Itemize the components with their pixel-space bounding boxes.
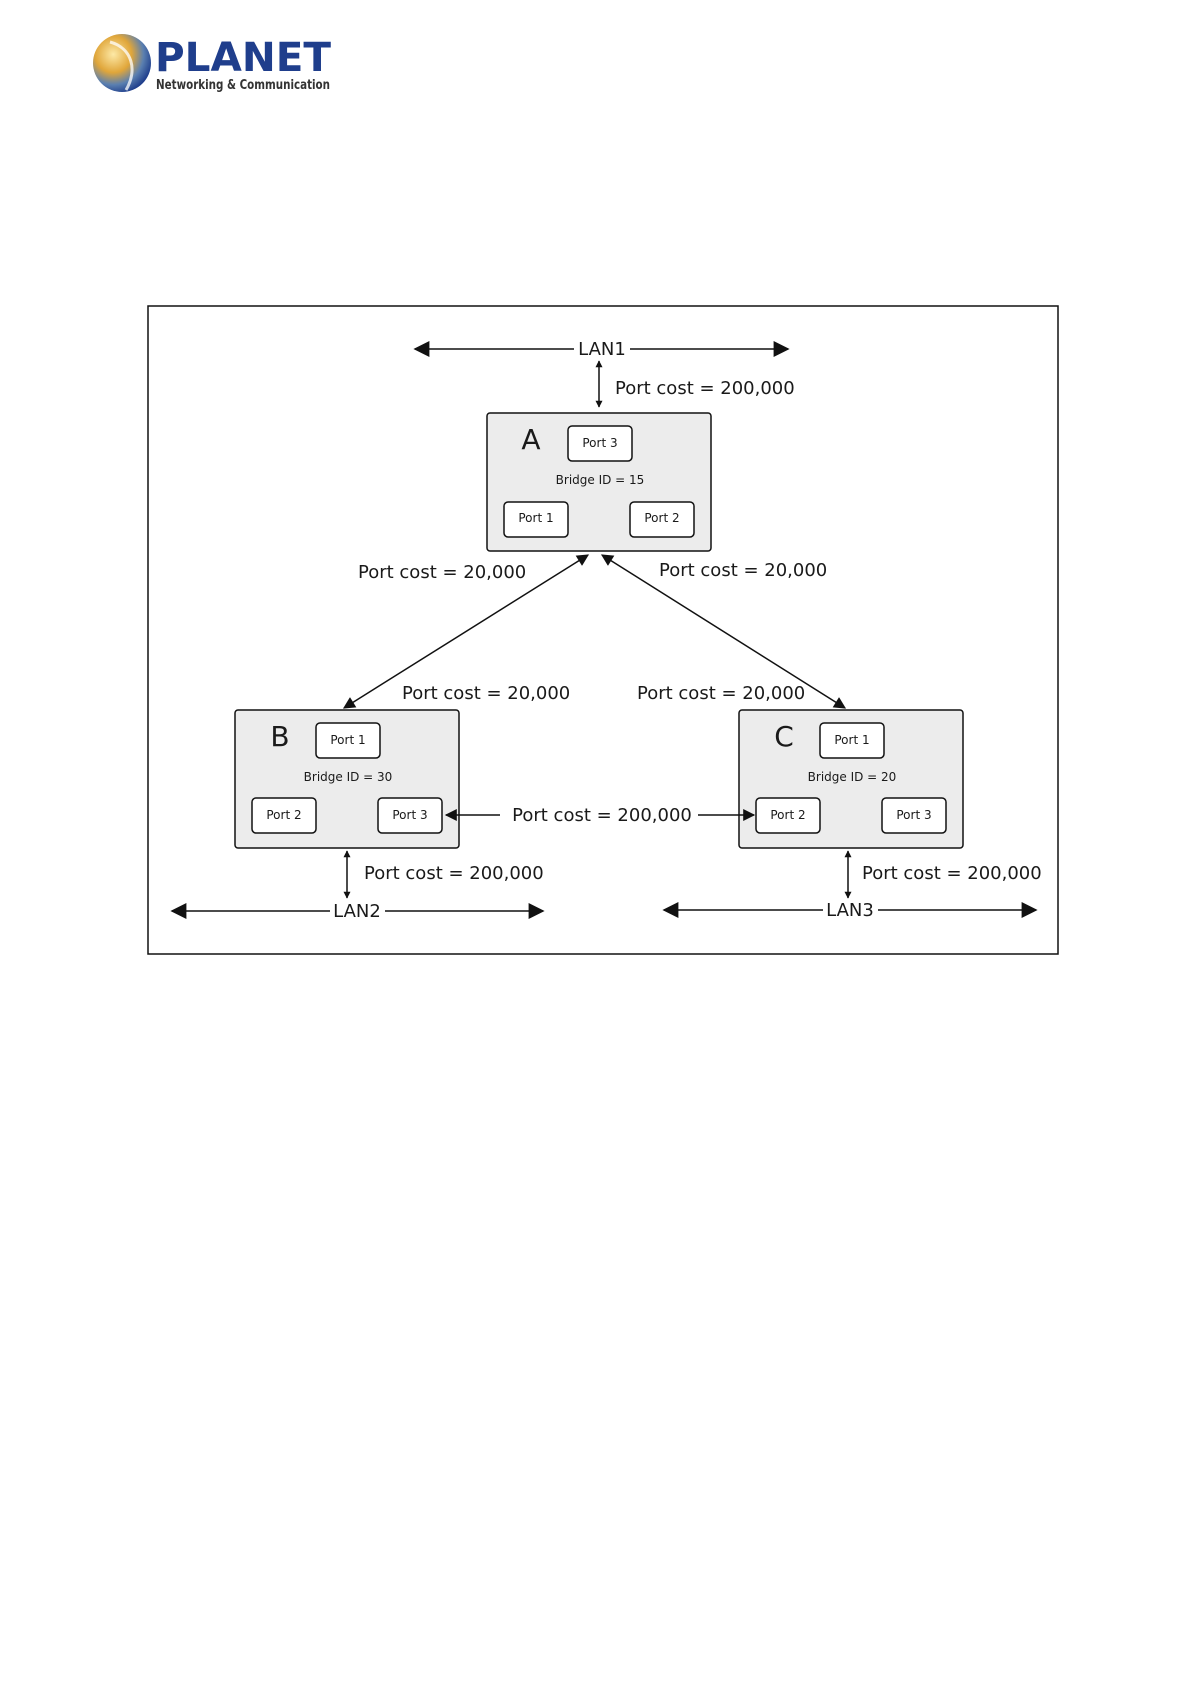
svg-text:Port 3: Port 3: [896, 808, 931, 822]
cost-b-c: Port cost = 200,000: [512, 805, 692, 826]
bridge-c: C Port 1 Bridge ID = 20 Port 2 Port 3: [738, 709, 964, 849]
svg-text:Port 2: Port 2: [266, 808, 301, 822]
planet-logo: PLANET Networking & Communication: [92, 30, 342, 100]
a-c-link: [600, 554, 847, 709]
cost-lan3-c: Port cost = 200,000: [862, 863, 1042, 884]
cost-a-port1: Port cost = 20,000: [358, 562, 526, 583]
diagram-frame: [147, 305, 1059, 955]
svg-text:Port 2: Port 2: [644, 511, 679, 525]
lan2-label: LAN2: [333, 901, 381, 922]
cost-lan2-b: Port cost = 200,000: [364, 863, 544, 884]
bridge-a-id: Bridge ID = 15: [556, 473, 645, 487]
bridge-c-letter: C: [774, 720, 794, 753]
bridge-b-letter: B: [270, 720, 289, 753]
bridge-c-port1: [819, 722, 885, 759]
bridge-a-letter: A: [521, 423, 540, 456]
svg-text:Port 2: Port 2: [770, 808, 805, 822]
logo-brand: PLANET: [155, 35, 332, 81]
bridge-a-port1: [503, 501, 569, 538]
bridge-a: A Port 3 Bridge ID = 15 Port 1 Port 2: [486, 412, 712, 552]
svg-text:Port 1: Port 1: [330, 733, 365, 747]
a-b-link: [342, 554, 590, 709]
lan1-label: LAN1: [578, 339, 626, 360]
bridge-a-port3: [567, 425, 633, 462]
bridge-b-port3: [377, 797, 443, 834]
lan3-label: LAN3: [826, 900, 874, 921]
bridge-b-port1: [315, 722, 381, 759]
cost-c-port1: Port cost = 20,000: [637, 683, 805, 704]
svg-text:Port 1: Port 1: [518, 511, 553, 525]
bridge-b-id: Bridge ID = 30: [304, 770, 393, 784]
bridge-b-port2: [251, 797, 317, 834]
globe-icon: [93, 34, 151, 92]
bridge-c-id: Bridge ID = 20: [808, 770, 897, 784]
bridge-a-port2: [629, 501, 695, 538]
logo-tagline: Networking & Communication: [156, 78, 330, 93]
bridge-b: B Port 1 Bridge ID = 30 Port 2 Port 3: [234, 709, 460, 849]
cost-a-port2: Port cost = 20,000: [659, 560, 827, 581]
bridge-c-port3: [881, 797, 947, 834]
cost-lan1-a: Port cost = 200,000: [615, 378, 795, 399]
svg-text:Port 3: Port 3: [582, 436, 617, 450]
svg-text:Port 1: Port 1: [834, 733, 869, 747]
bridge-c-port2: [755, 797, 821, 834]
cost-b-port1: Port cost = 20,000: [402, 683, 570, 704]
svg-text:Port 3: Port 3: [392, 808, 427, 822]
